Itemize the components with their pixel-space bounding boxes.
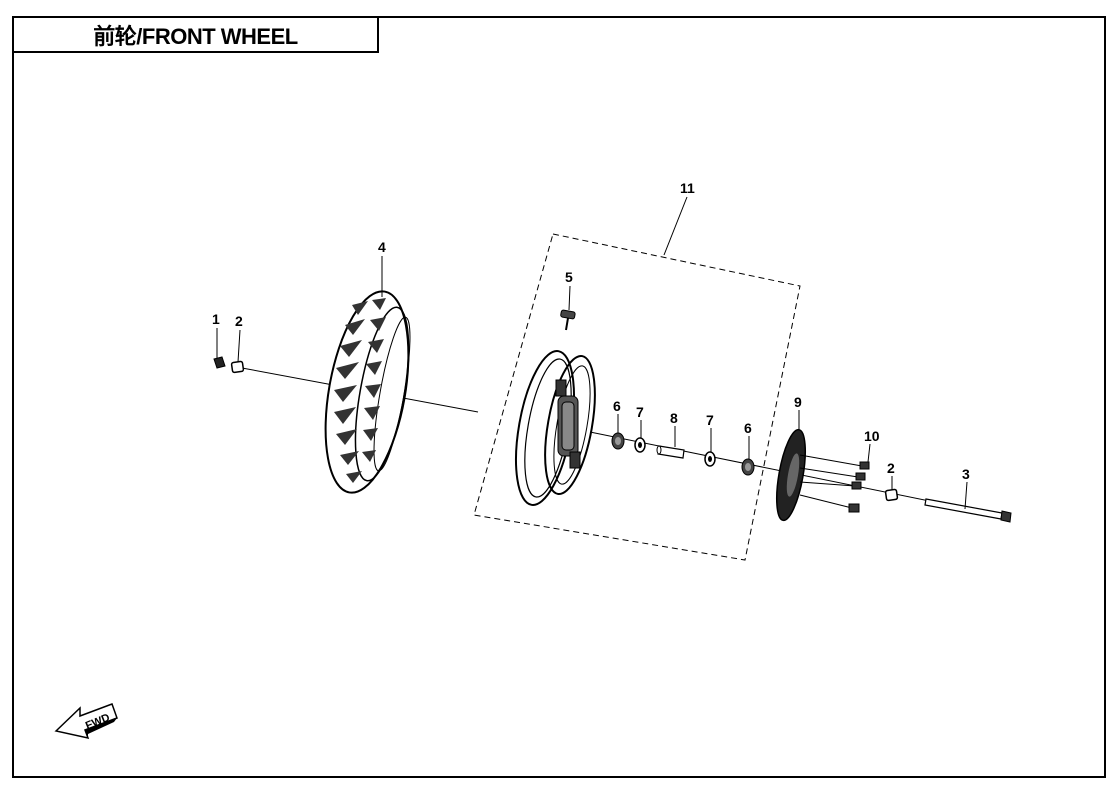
part-11-rim[interactable] [506, 347, 604, 510]
leader-lines [216, 196, 968, 510]
callout-2-right: 2 [887, 460, 895, 476]
part-2-collar-right[interactable] [884, 488, 899, 502]
callout-5: 5 [565, 269, 573, 285]
part-2-collar-left[interactable] [230, 360, 245, 374]
tire-tread [334, 298, 386, 483]
part-7-seal-right[interactable] [704, 451, 716, 467]
callout-11: 11 [680, 180, 695, 196]
callout-2-left: 2 [235, 313, 243, 329]
drawing-frame [12, 16, 1106, 778]
fwd-arrow-icon: FWD [54, 703, 118, 740]
callout-6-right: 6 [744, 420, 752, 436]
part-6-bearing-right[interactable] [741, 458, 755, 476]
wheel-assembly-boundary [473, 233, 801, 561]
callout-9: 9 [794, 394, 802, 410]
callout-10: 10 [864, 428, 880, 444]
callout-3: 3 [962, 466, 970, 482]
part-7-seal-left[interactable] [634, 437, 646, 453]
diagram-title: 前轮/FRONT WHEEL [12, 16, 379, 53]
callout-7-left: 7 [636, 404, 644, 420]
callout-8: 8 [670, 410, 678, 426]
callout-1: 1 [212, 311, 220, 327]
part-10-bolts[interactable] [799, 454, 870, 513]
part-6-bearing-left[interactable] [611, 432, 625, 450]
part-1-nut[interactable] [213, 356, 226, 369]
part-8-spacer[interactable] [656, 445, 685, 459]
part-5-valve[interactable] [560, 309, 576, 331]
callout-6-left: 6 [613, 398, 621, 414]
part-4-tire[interactable] [312, 285, 422, 499]
rim-hub [555, 379, 581, 469]
callout-4: 4 [378, 239, 386, 255]
callout-7-right: 7 [706, 412, 714, 428]
part-9-brake-disc[interactable] [771, 428, 811, 523]
part-3-axle[interactable] [924, 498, 1012, 523]
